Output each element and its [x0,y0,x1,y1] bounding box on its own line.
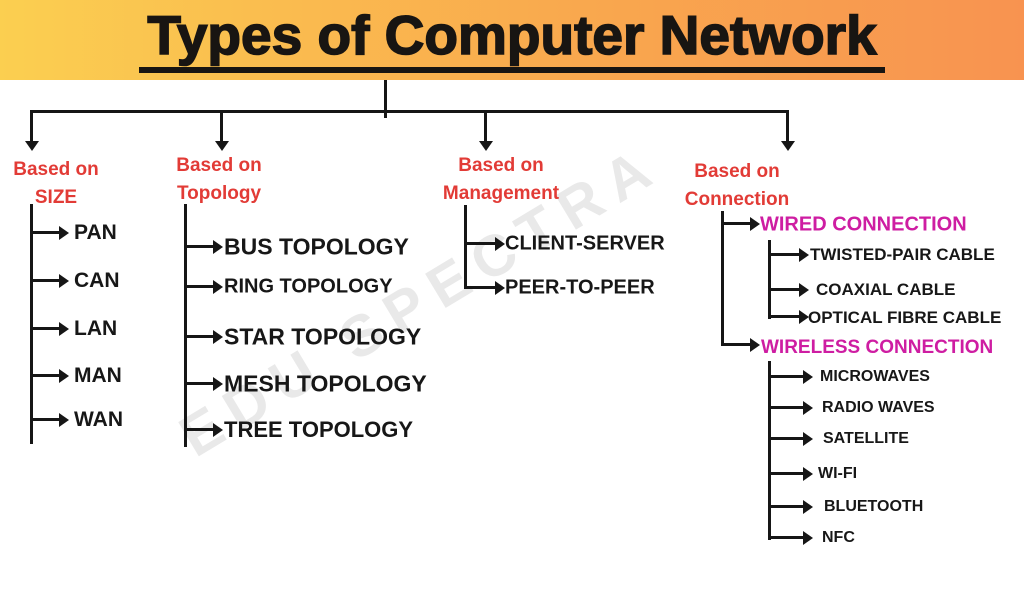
group-label-management: Based on Management [442,155,560,204]
main-connector-line [30,110,789,113]
item-lan: LAN [74,317,118,340]
arrow-lan [33,321,69,336]
item-man: MAN [74,364,122,387]
drop-arrow-size [24,110,39,151]
arrow-mesh-topology [187,376,223,391]
arrow-can [33,273,69,288]
item-radio-waves: RADIO WAVES [822,399,935,416]
arrow-wan [33,412,69,427]
wireless-branch-line [768,361,771,540]
group-label-topology: Based on Topology [176,155,262,204]
diagram-canvas: EDU SPECTRA Types of Computer Network Ba… [0,0,1024,546]
size-branch-line [30,204,33,444]
item-nfc: NFC [822,529,855,546]
item-can: CAN [74,269,120,292]
heading-wired-connection: WIRED CONNECTION [760,213,967,236]
item-bus-topology: BUS TOPOLOGY [224,233,409,260]
item-coaxial-cable: COAXIAL CABLE [816,280,956,299]
arrow-wifi [771,466,813,481]
arrow-coaxial [771,282,809,297]
arrow-radio-waves [771,400,813,415]
item-client-server: CLIENT-SERVER [505,232,665,255]
topology-branch-line [184,204,187,447]
arrow-microwaves [771,369,813,384]
item-optical-fibre-cable: OPTICAL FIBRE CABLE [808,308,1002,327]
arrow-twisted-pair [771,247,809,262]
arrow-nfc [771,530,813,545]
wired-branch-line [768,240,771,319]
arrow-peer-to-peer [467,280,505,295]
connection-branch-line [721,211,724,346]
item-wan: WAN [74,408,123,431]
item-bluetooth: BLUETOOTH [824,498,924,515]
item-mesh-topology: MESH TOPOLOGY [224,370,427,397]
drop-arrow-management [478,110,493,151]
arrow-bus-topology [187,239,223,254]
arrow-tree-topology [187,422,223,437]
heading-wireless-connection: WIRELESS CONNECTION [761,337,994,358]
group-label-connection: Based on Connection [684,161,790,210]
arrow-bluetooth [771,499,813,514]
arrow-pan [33,225,69,240]
watermark: EDU SPECTRA [67,0,774,605]
arrow-optical-fibre [771,309,809,324]
arrow-ring-topology [187,279,223,294]
group-label-size: Based on SIZE [13,159,99,208]
item-peer-to-peer: PEER-TO-PEER [505,276,655,299]
item-ring-topology: RING TOPOLOGY [224,275,393,298]
item-twisted-pair-cable: TWISTED-PAIR CABLE [810,245,995,264]
page-title: Types of Computer Network [139,6,885,73]
item-star-topology: STAR TOPOLOGY [224,323,422,350]
drop-arrow-topology [214,110,229,151]
arrow-man [33,368,69,383]
item-microwaves: MICROWAVES [820,368,930,385]
arrow-star-topology [187,329,223,344]
item-tree-topology: TREE TOPOLOGY [224,417,414,442]
item-wifi: WI-FI [818,465,858,482]
arrow-client-server [467,236,505,251]
trunk-line [384,80,387,118]
management-branch-line [464,205,467,289]
item-satellite: SATELLITE [823,430,909,447]
item-pan: PAN [74,221,117,244]
arrow-wired-connection [724,216,760,231]
drop-arrow-connection [780,110,795,151]
title-banner: Types of Computer Network [0,0,1024,80]
arrow-wireless-connection [724,337,760,352]
arrow-satellite [771,431,813,446]
